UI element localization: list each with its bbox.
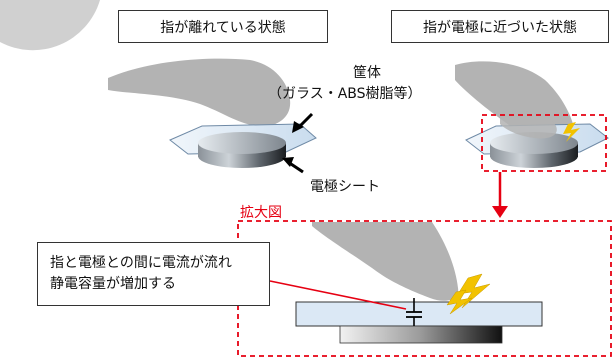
electrode-right-top: [490, 132, 578, 154]
spark-small: [563, 122, 580, 142]
finger-left: [108, 58, 291, 127]
explanation-box: 指と電極との間に電流が流れ 静電容量が増加する: [37, 242, 270, 306]
explanation-line-2: 静電容量が増加する: [50, 276, 176, 292]
housing-material-label: （ガラス・ABS樹脂等）: [268, 86, 422, 102]
electrode-zoom: [339, 325, 503, 344]
explanation-pointer: [269, 280, 407, 310]
housing-label: 筐体: [353, 65, 381, 81]
panel-title-right: 指が電極に近づいた状態: [391, 10, 609, 43]
corner-circle: [0, 0, 100, 51]
explanation-line-1: 指と電極との間に電流が流れ: [50, 255, 232, 271]
finger-zoom: [312, 222, 459, 301]
zoom-label: 拡大図: [240, 205, 282, 221]
electrode-sheet-label: 電極シート: [310, 179, 380, 195]
glass-plate-zoom: [295, 301, 543, 327]
electrode-left-top: [198, 132, 286, 154]
panel-title-left: 指が離れている状態: [118, 10, 328, 43]
